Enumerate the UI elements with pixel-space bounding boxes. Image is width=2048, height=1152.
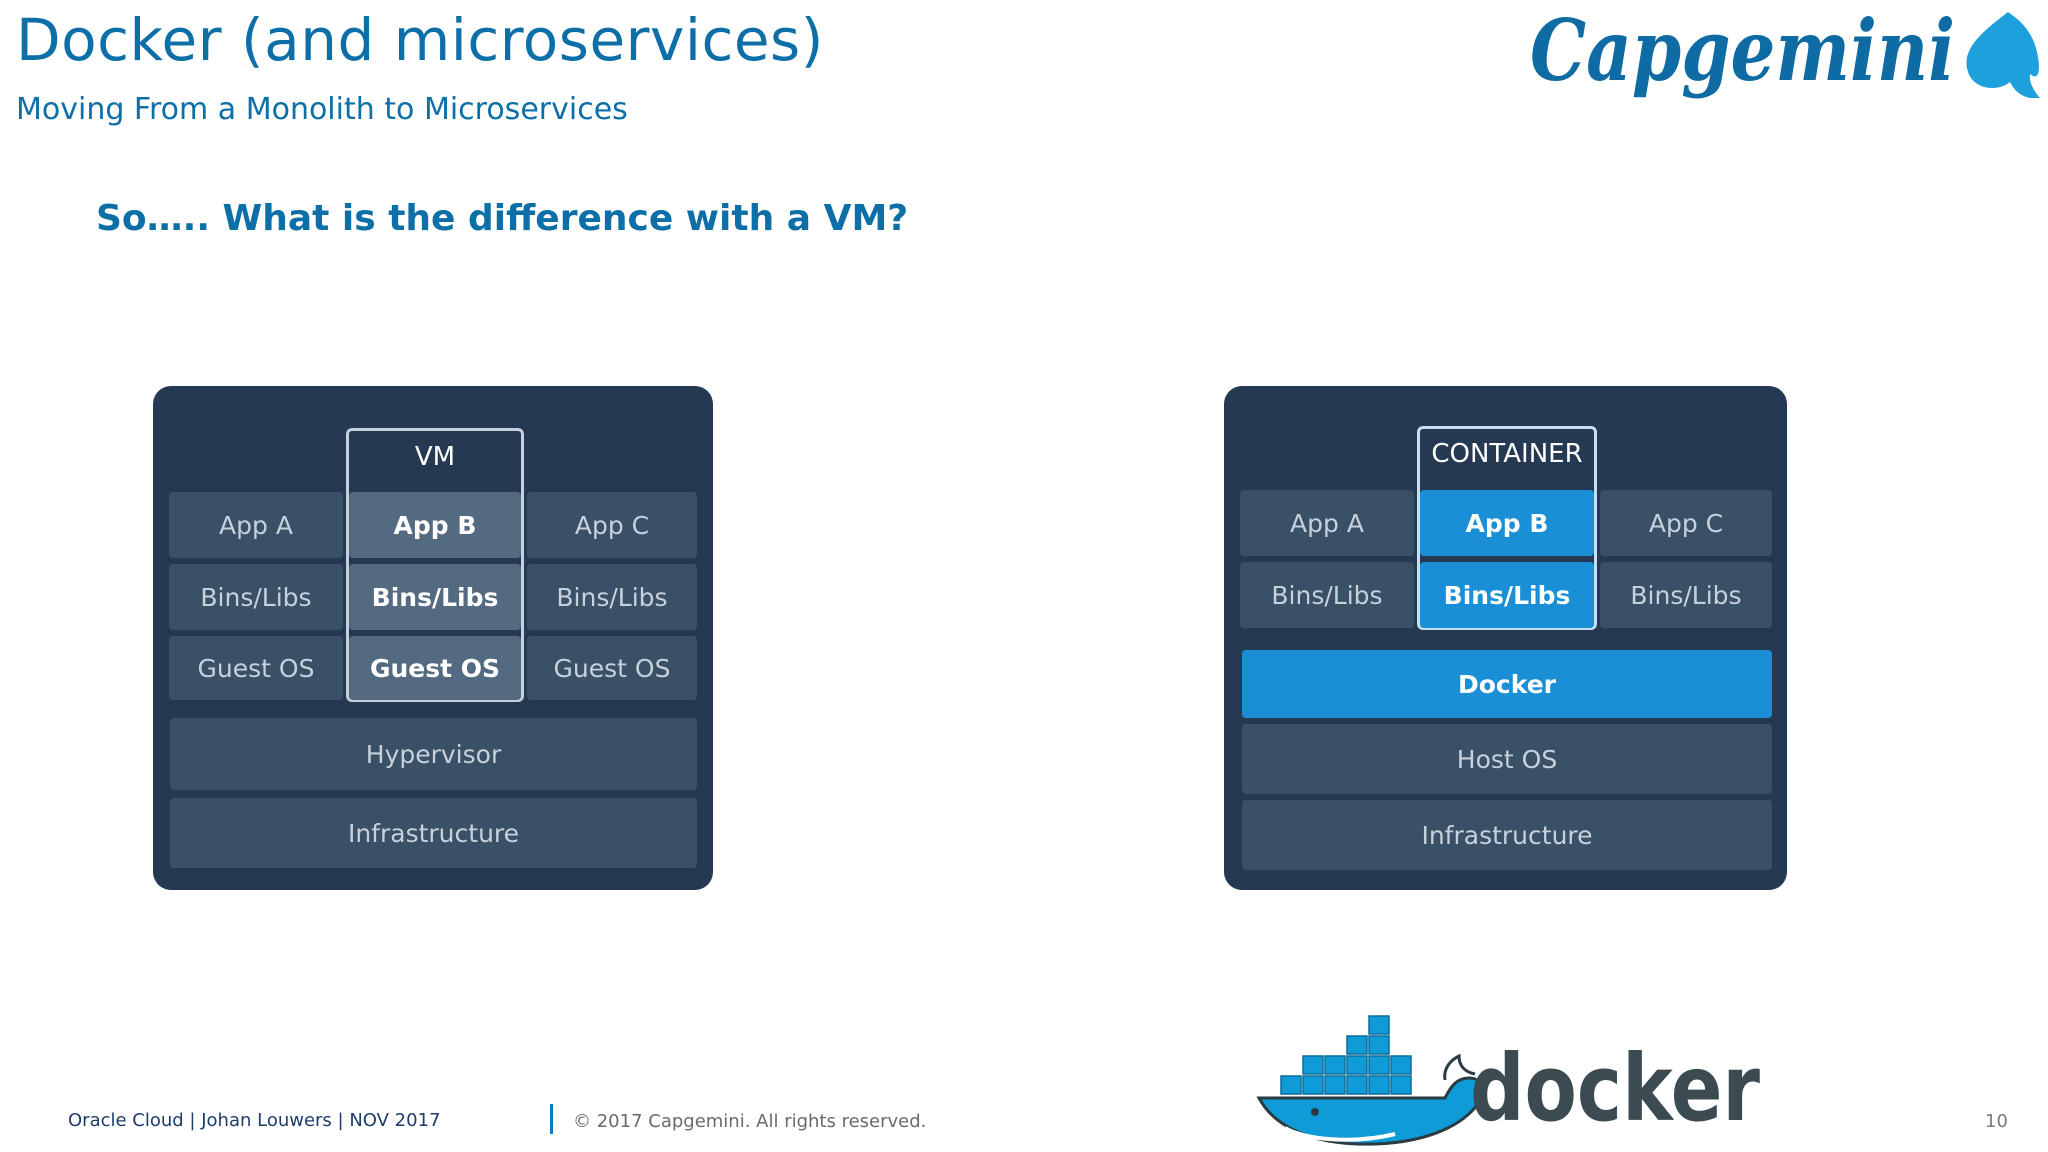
vm-os-c: Guest OS [527,636,697,700]
page-number: 10 [1985,1111,2008,1132]
footer-info: Oracle Cloud | Johan Louwers | NOV 2017 [68,1110,441,1131]
container-docker: Docker [1242,650,1772,718]
footer-copyright: © 2017 Capgemini. All rights reserved. [573,1111,927,1132]
vm-os-a: Guest OS [169,636,343,700]
container-diagram: CONTAINER App A App B App C Bins/Libs Bi… [1224,386,1787,890]
docker-whale-icon [1256,1015,1484,1146]
vm-app-a: App A [169,492,343,558]
container-infrastructure: Infrastructure [1242,800,1772,870]
container-libs-a: Bins/Libs [1240,562,1414,628]
vm-libs-c: Bins/Libs [527,564,697,630]
vm-os-b: Guest OS [349,636,521,700]
slide-question: So….. What is the difference with a VM? [96,198,909,239]
container-frame-label: CONTAINER [1431,439,1583,469]
container-app-c: App C [1600,490,1772,556]
vm-libs-a: Bins/Libs [169,564,343,630]
vm-frame-label: VM [414,442,456,472]
vm-app-c: App C [527,492,697,558]
container-app-b: App B [1420,490,1594,556]
spade-icon [1966,12,2040,98]
vm-diagram: VM App A App B App C Bins/Libs Bins/Libs… [153,386,713,890]
slide-title: Docker (and microservices) [16,6,824,74]
docker-logo: docker [1256,1015,1761,1146]
slide-subtitle: Moving From a Monolith to Microservices [16,92,628,127]
container-frame [1417,426,1597,630]
vm-app-b: App B [349,492,521,558]
container-host-os: Host OS [1242,724,1772,794]
vm-libs-b: Bins/Libs [349,564,521,630]
container-libs-b: Bins/Libs [1420,562,1594,628]
vm-hypervisor: Hypervisor [170,718,697,790]
footer-separator [550,1104,553,1134]
container-libs-c: Bins/Libs [1600,562,1772,628]
vm-infrastructure: Infrastructure [170,798,697,868]
vm-frame [346,428,524,702]
container-app-a: App A [1240,490,1414,556]
capgemini-wordmark: Capgemini [1530,1,1955,100]
capgemini-logo: Capgemini [1530,1,2040,100]
docker-wordmark: docker [1470,1035,1761,1142]
